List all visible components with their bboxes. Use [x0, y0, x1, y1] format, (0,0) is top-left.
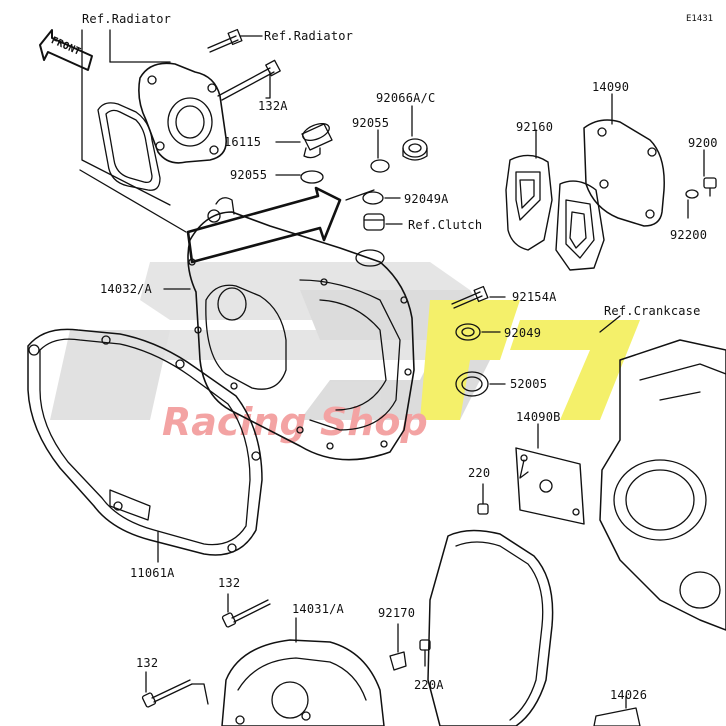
seal-icon	[402, 138, 428, 161]
bracket	[593, 707, 641, 726]
watermark-subtitle: Racing Shop	[162, 400, 428, 444]
ref-radiator-label-1: Ref.Radiator	[82, 12, 172, 26]
bolt-icon	[703, 177, 717, 197]
part-9200-label: 9200	[688, 136, 718, 150]
gasket	[27, 328, 263, 556]
front-arrow-icon	[39, 29, 93, 71]
clamp-icon	[389, 623, 407, 671]
part-14031-label: 14031/A	[292, 602, 344, 616]
part-14090B-label: 14090B	[516, 410, 561, 424]
ref-crankcase-label: Ref.Crankcase	[604, 304, 701, 318]
generator-cover	[221, 639, 385, 726]
seal-icon	[455, 371, 489, 397]
inspection-plate	[515, 447, 585, 525]
part-92055-label-b: 92055	[230, 168, 268, 182]
crankcase	[599, 339, 726, 631]
part-92049-label: 92049	[504, 326, 542, 340]
bolt-icon	[419, 639, 431, 667]
clutch-cover	[187, 197, 415, 461]
part-132-label-a: 132	[218, 576, 241, 590]
part-11061-label: 11061A	[130, 566, 175, 580]
bolt-icon	[477, 483, 489, 515]
ref-radiator-label-2: Ref.Radiator	[264, 29, 354, 43]
oil-cap-icon	[301, 123, 333, 159]
bolt-icon	[451, 285, 489, 309]
part-14026-label: 14026	[610, 688, 648, 702]
diagram-code: E1431	[686, 14, 714, 24]
bolt-icon	[217, 59, 281, 101]
part-92160-label: 92160	[516, 120, 554, 134]
part-92049A-label: 92049A	[404, 192, 449, 206]
part-92154-label: 92154A	[512, 290, 557, 304]
seal-icon	[362, 191, 384, 205]
bolt-icon	[141, 679, 193, 708]
part-16115-label: 16115	[224, 135, 262, 149]
part-92170-label: 92170	[378, 606, 416, 620]
part-220A-label: 220A	[414, 678, 444, 692]
o-ring-icon	[300, 170, 324, 184]
water-pump-gasket	[97, 102, 161, 191]
seal-icon	[455, 323, 481, 341]
o-ring-icon	[370, 159, 390, 173]
baffle-plate	[505, 154, 605, 271]
part-132A-label: 132A	[258, 99, 288, 113]
part-220-label: 220	[468, 466, 491, 480]
part-132-label-b: 132	[136, 656, 159, 670]
part-52005-label: 52005	[510, 377, 548, 391]
gasket	[427, 529, 554, 726]
bolt-icon	[221, 599, 271, 628]
bearing-icon	[363, 213, 385, 231]
bolt-icon	[207, 28, 243, 53]
cover-plate	[583, 119, 665, 227]
part-14090-label: 14090	[592, 80, 630, 94]
part-92200-label: 92200	[670, 228, 708, 242]
part-92066-label: 92066A/C	[376, 91, 436, 105]
water-pump-cover	[138, 62, 227, 164]
ref-clutch-label: Ref.Clutch	[408, 218, 483, 232]
part-14032-label: 14032/A	[100, 282, 152, 296]
part-92055-label-a: 92055	[352, 116, 390, 130]
